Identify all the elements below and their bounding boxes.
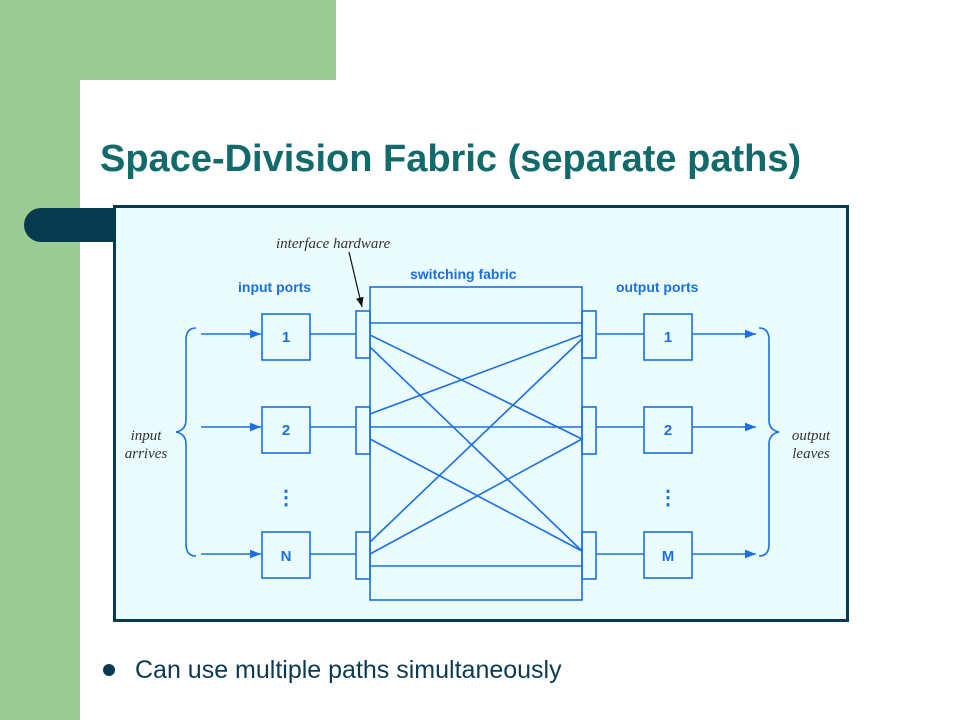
output-leaves-label-line1: output	[792, 428, 831, 444]
input-port-box-n	[261, 531, 311, 579]
bullet-text: Can use multiple paths simultaneously	[135, 655, 562, 684]
interface-left-2	[355, 406, 371, 455]
output-port-label-2: 2	[664, 422, 672, 439]
interface-left-n	[355, 531, 371, 580]
input-port-label-2: 2	[282, 422, 290, 439]
input-ports-label: input ports	[238, 279, 311, 295]
bullet-item: Can use multiple paths simultaneously	[103, 650, 562, 690]
input-port-box-2	[261, 406, 311, 454]
input-brace	[175, 327, 197, 557]
output-port-box-1	[643, 313, 693, 361]
slide-title: Space-Division Fabric (separate paths)	[100, 138, 802, 180]
input-port-label-n: N	[281, 548, 292, 565]
input-ellipsis: ⋮	[276, 487, 296, 509]
interface-left-1	[355, 310, 371, 359]
interface-right-1	[581, 310, 597, 359]
annotation-pointer	[348, 251, 364, 308]
side-band	[0, 0, 80, 720]
input-arrives-label-line2: arrives	[125, 446, 168, 462]
switch-diagram: interface hardware input ports switching…	[113, 205, 849, 622]
bullet-dot-icon	[103, 664, 115, 676]
interface-right-2	[581, 406, 597, 455]
output-port-box-2	[643, 406, 693, 454]
output-port-box-m	[643, 531, 693, 579]
diagram-canvas: interface hardware input ports switching…	[125, 236, 831, 601]
output-leaves-label-line2: leaves	[792, 446, 830, 462]
input-port-label-1: 1	[282, 329, 290, 346]
switching-fabric-label: switching fabric	[410, 266, 517, 282]
output-port-label-1: 1	[664, 329, 672, 346]
output-ports-label: output ports	[616, 279, 699, 295]
interface-right-m	[581, 531, 597, 580]
input-arrives-label-line1: input	[131, 428, 163, 444]
corner-curve	[80, 80, 120, 120]
top-band	[80, 0, 336, 80]
output-port-label-m: M	[662, 548, 675, 565]
switching-fabric	[369, 286, 583, 601]
output-brace	[758, 327, 780, 557]
accent-bar	[24, 208, 116, 242]
input-port-box-1	[261, 313, 311, 361]
annotation-interface-hardware: interface hardware	[276, 236, 391, 252]
output-ellipsis: ⋮	[658, 487, 678, 509]
